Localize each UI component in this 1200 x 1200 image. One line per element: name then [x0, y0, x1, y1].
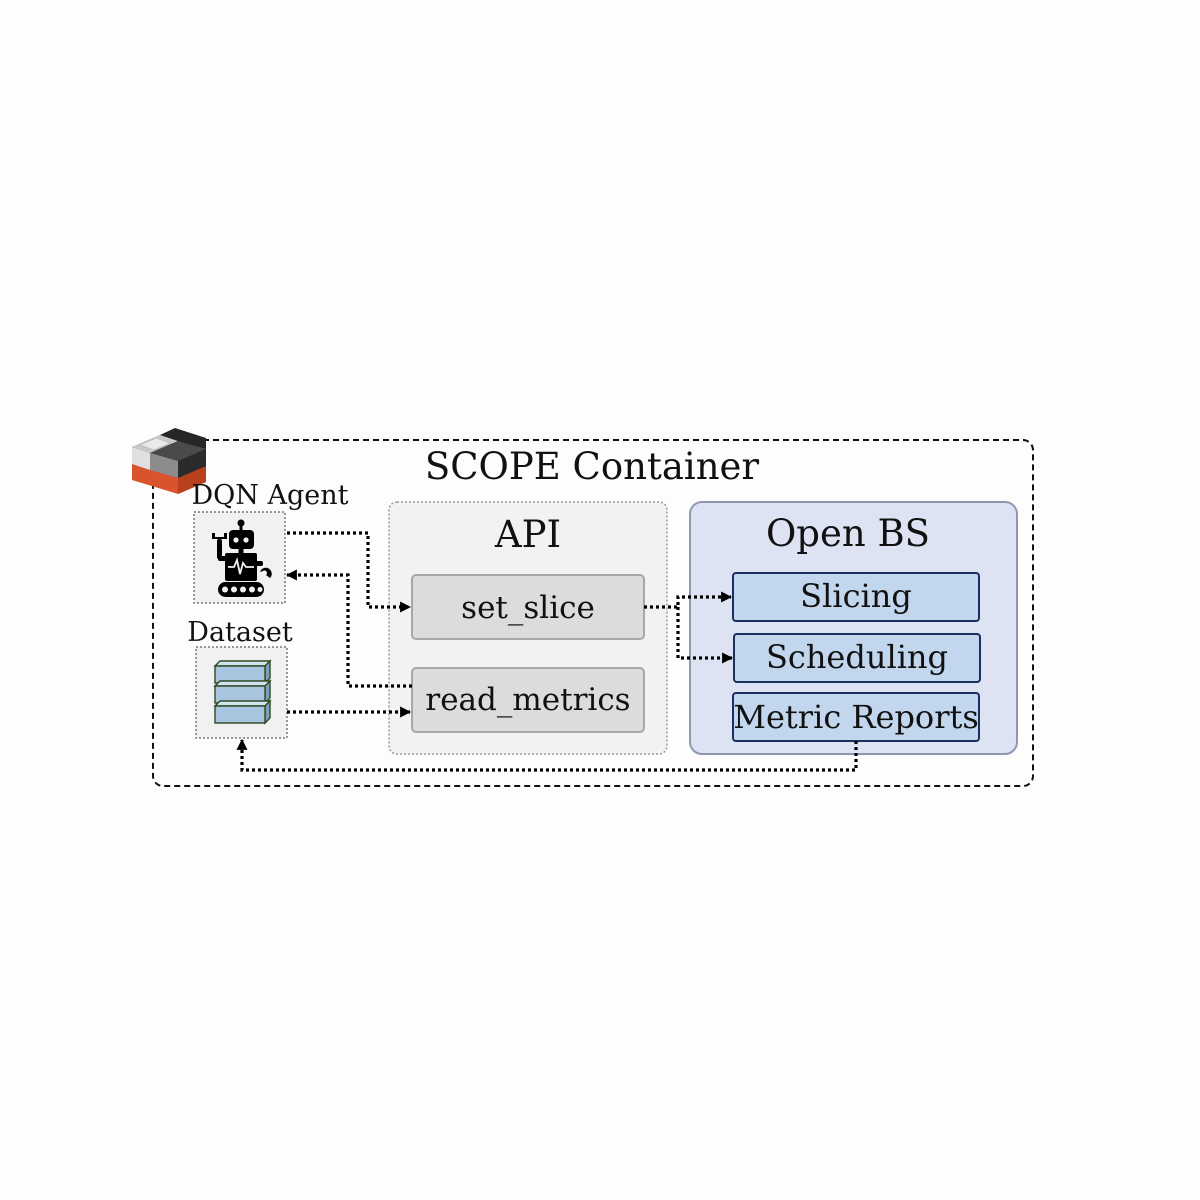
scope-container-border	[152, 439, 1034, 787]
robot-icon	[212, 519, 272, 597]
open-bs-title: Open BS	[766, 512, 930, 555]
slicing-module	[732, 572, 980, 622]
set-slice-label: set_slice	[461, 590, 595, 626]
read-metrics-label: read_metrics	[425, 682, 630, 718]
metric-reports-label: Metric Reports	[733, 698, 979, 736]
connector-set-slice-to-scheduling	[676, 607, 734, 664]
dataset-label: Dataset	[187, 617, 293, 648]
stacked-blocks-logo-icon	[132, 428, 206, 494]
connector-read-metrics-to-agent	[285, 569, 412, 688]
connector-agent-to-set-slice	[287, 531, 412, 613]
read-metrics-box	[411, 667, 645, 733]
scheduling-label: Scheduling	[766, 638, 948, 676]
connector-metric-reports-to-dataset	[236, 738, 858, 772]
container-title: SCOPE Container	[425, 445, 760, 488]
slicing-label: Slicing	[800, 577, 912, 615]
connector-set-slice-to-slicing	[644, 591, 733, 609]
scheduling-module	[733, 633, 981, 683]
open-bs-panel	[689, 501, 1018, 755]
database-stack-icon	[213, 659, 272, 725]
agent-label: DQN Agent	[192, 480, 349, 511]
api-title: API	[494, 513, 561, 556]
